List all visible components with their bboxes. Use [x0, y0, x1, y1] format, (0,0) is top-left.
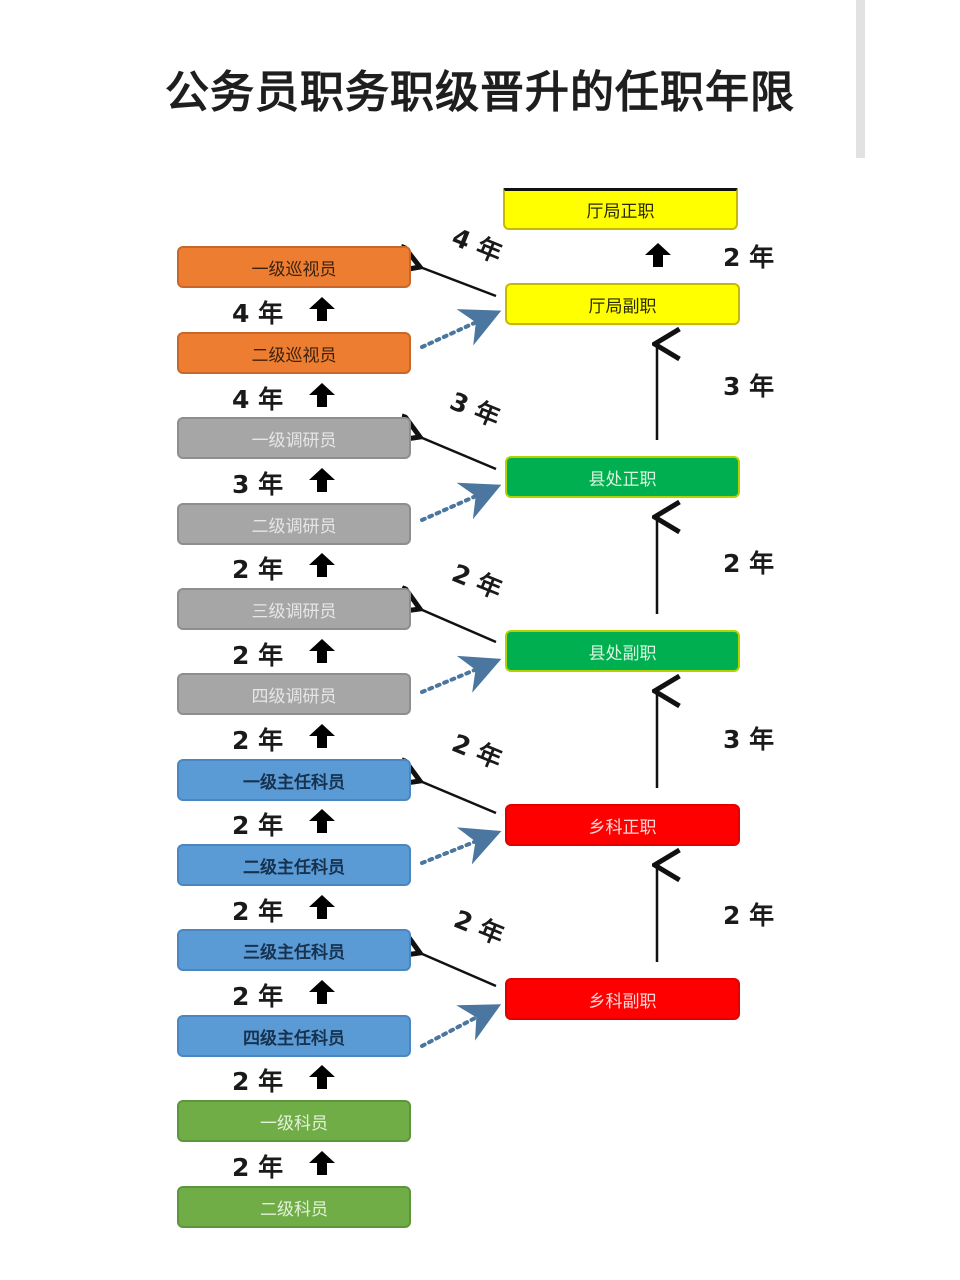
rank-box-1: 一级巡视员 — [177, 246, 411, 288]
up-arrow-icon — [309, 1065, 335, 1089]
rank-box-4: 二级调研员 — [177, 503, 411, 545]
left-gap-5: 2 年 — [232, 641, 284, 670]
page-title: 公务员职务职级晋升的任职年限 — [165, 67, 795, 118]
up-arrow-icon — [309, 383, 335, 407]
left-gap-1: 4 年 — [232, 299, 284, 328]
right-gap-1: 2 年 — [723, 243, 775, 272]
left-gap-4: 2 年 — [232, 555, 284, 584]
up-arrow-icon — [309, 980, 335, 1004]
rank-box-3: 一级调研员 — [177, 417, 411, 459]
right-gap-4: 3 年 — [723, 725, 775, 754]
up-arrow-icon — [309, 724, 335, 748]
rank-box-6: 四级调研员 — [177, 673, 411, 715]
post-box-6: 乡科副职 — [505, 978, 740, 1020]
post-box-4: 县处副职 — [505, 630, 740, 672]
rank-box-5: 三级调研员 — [177, 588, 411, 630]
up-arrow-icon — [645, 243, 671, 267]
up-arrow-icon — [309, 468, 335, 492]
post-box-5: 乡科正职 — [505, 804, 740, 846]
up-arrow-icon — [309, 297, 335, 321]
up-arrow-icon — [309, 639, 335, 663]
left-gap-10: 2 年 — [232, 1067, 284, 1096]
rank-box-11: 一级科员 — [177, 1100, 411, 1142]
right-gap-2: 3 年 — [723, 372, 775, 401]
up-arrow-icon — [309, 895, 335, 919]
left-gap-9: 2 年 — [232, 982, 284, 1011]
rank-box-8: 二级主任科员 — [177, 844, 411, 886]
left-gap-6: 2 年 — [232, 726, 284, 755]
rank-box-7: 一级主任科员 — [177, 759, 411, 801]
right-gap-5: 2 年 — [723, 901, 775, 930]
left-gap-2: 4 年 — [232, 385, 284, 414]
post-box-2: 厅局副职 — [505, 283, 740, 325]
left-gap-7: 2 年 — [232, 811, 284, 840]
left-gap-3: 3 年 — [232, 470, 284, 499]
up-arrow-icon — [309, 809, 335, 833]
rank-box-2: 二级巡视员 — [177, 332, 411, 374]
right-gap-3: 2 年 — [723, 549, 775, 578]
scrollbar[interactable] — [856, 0, 865, 158]
rank-box-12: 二级科员 — [177, 1186, 411, 1228]
rank-box-10: 四级主任科员 — [177, 1015, 411, 1057]
post-box-3: 县处正职 — [505, 456, 740, 498]
up-arrow-icon — [309, 1151, 335, 1175]
left-gap-8: 2 年 — [232, 897, 284, 926]
left-gap-11: 2 年 — [232, 1153, 284, 1182]
rank-box-9: 三级主任科员 — [177, 929, 411, 971]
up-arrow-icon — [309, 553, 335, 577]
post-box-1: 厅局正职 — [503, 188, 738, 230]
